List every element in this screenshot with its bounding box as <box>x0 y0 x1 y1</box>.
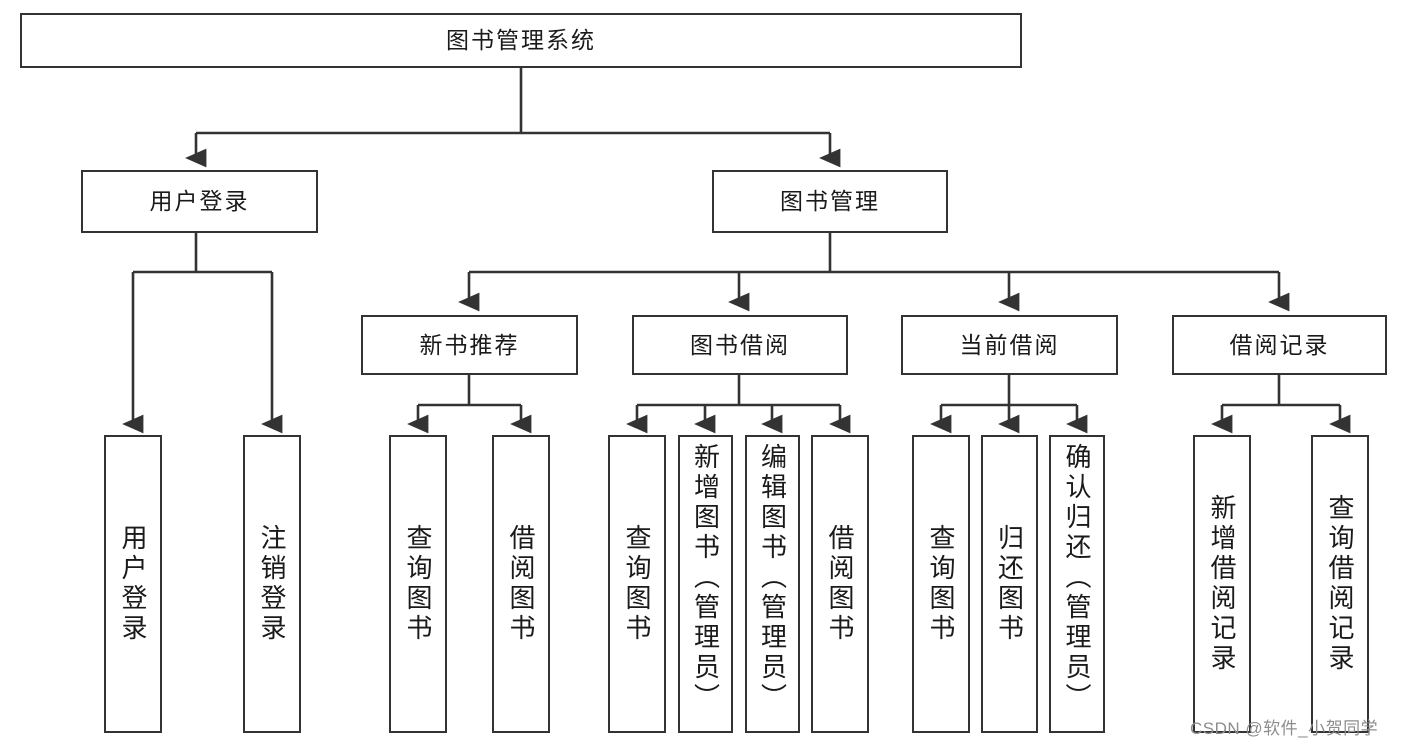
node-user-login[interactable]: 用户登录 <box>81 170 318 233</box>
node-current-borrow[interactable]: 当前借阅 <box>901 315 1118 375</box>
node-borrow-record[interactable]: 借阅记录 <box>1172 315 1387 375</box>
node-leaf-borrow-book-recommend[interactable]: 借阅图书 <box>492 435 550 733</box>
node-root-library-system[interactable]: 图书管理系统 <box>20 13 1022 68</box>
node-label: 用户登录 <box>149 188 250 215</box>
node-leaf-query-book-current[interactable]: 查询图书 <box>912 435 970 733</box>
node-label: 图书借阅 <box>690 331 790 358</box>
node-label: 归还图书 <box>994 524 1025 644</box>
node-label: 新增图书（管理员） <box>690 443 721 713</box>
node-leaf-query-borrow-record[interactable]: 查询借阅记录 <box>1311 435 1369 733</box>
node-leaf-add-book-admin[interactable]: 新增图书（管理员） <box>678 435 733 733</box>
node-leaf-query-book-borrow[interactable]: 查询图书 <box>608 435 666 733</box>
node-leaf-return-book[interactable]: 归还图书 <box>981 435 1038 733</box>
node-label: 新增借阅记录 <box>1207 494 1237 674</box>
node-leaf-query-book-recommend[interactable]: 查询图书 <box>389 435 447 733</box>
node-label: 查询图书 <box>403 524 433 644</box>
node-label: 用户登录 <box>118 524 148 644</box>
node-label: 注销登录 <box>257 524 287 644</box>
node-new-book-recommend[interactable]: 新书推荐 <box>361 315 578 375</box>
node-book-management[interactable]: 图书管理 <box>712 170 948 233</box>
node-leaf-edit-book-admin[interactable]: 编辑图书（管理员） <box>745 435 800 733</box>
node-leaf-borrow-book-borrow[interactable]: 借阅图书 <box>811 435 869 733</box>
node-label: 当前借阅 <box>959 331 1060 358</box>
node-label: 借阅记录 <box>1229 331 1330 358</box>
node-label: 编辑图书（管理员） <box>757 443 788 713</box>
node-label: 新书推荐 <box>419 331 520 358</box>
node-label: 查询借阅记录 <box>1325 494 1355 674</box>
node-label: 图书管理系统 <box>446 27 596 54</box>
node-leaf-add-borrow-record[interactable]: 新增借阅记录 <box>1193 435 1251 733</box>
node-label: 查询图书 <box>926 524 956 644</box>
node-label: 借阅图书 <box>825 524 855 644</box>
node-leaf-user-login[interactable]: 用户登录 <box>104 435 162 733</box>
node-leaf-logout-login[interactable]: 注销登录 <box>243 435 301 733</box>
node-label: 确认归还（管理员） <box>1062 443 1092 713</box>
node-leaf-confirm-return-admin[interactable]: 确认归还（管理员） <box>1049 435 1105 733</box>
node-label: 借阅图书 <box>506 524 536 644</box>
node-label: 图书管理 <box>780 188 880 215</box>
node-label: 查询图书 <box>622 524 652 644</box>
node-book-borrow[interactable]: 图书借阅 <box>632 315 848 375</box>
